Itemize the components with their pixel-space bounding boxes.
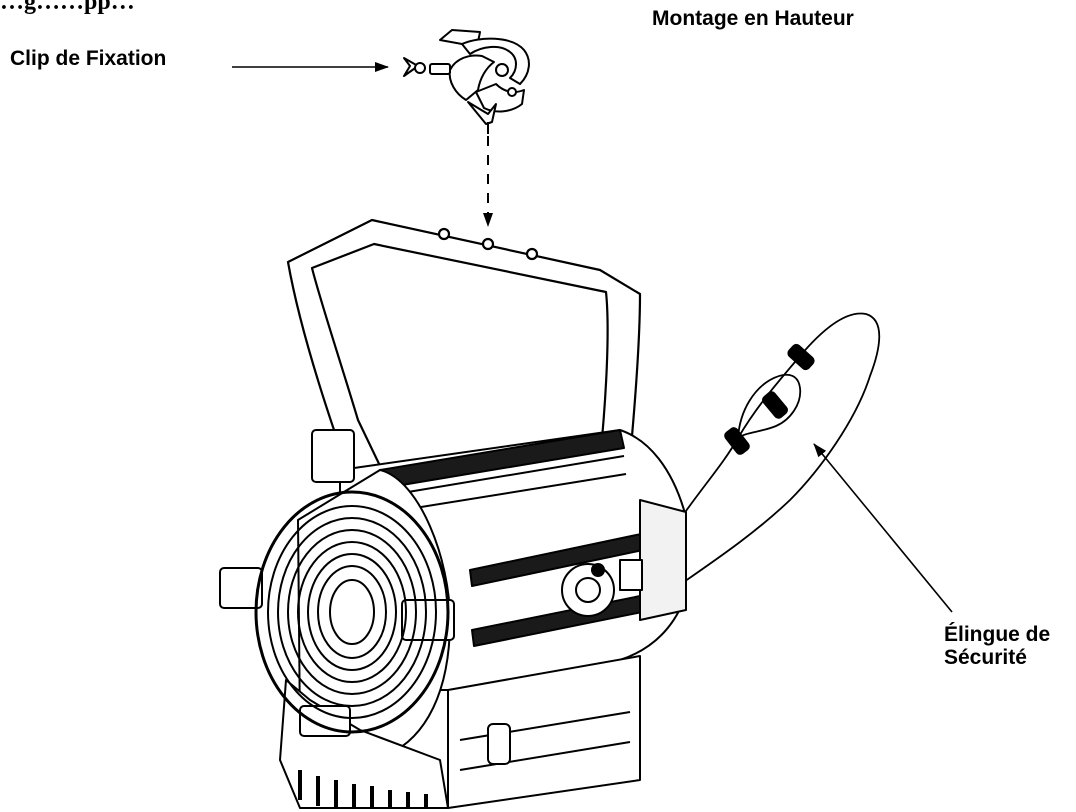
- elingue-label-line2: Sécurité: [944, 646, 1027, 669]
- elingue-label: Élingue de Sécurité: [944, 623, 1050, 669]
- montage-label: Montage en Hauteur: [652, 7, 854, 30]
- fresnel-lens: [254, 490, 450, 734]
- safety-cable: [655, 312, 881, 597]
- fresnel-fixture-icon: [219, 429, 687, 809]
- cropped-heading: …g……pp…: [0, 0, 135, 15]
- elingue-label-line1: Élingue de: [944, 623, 1051, 646]
- clamp-icon: [403, 29, 530, 134]
- elingue-arrow: [813, 443, 953, 613]
- clip-label: Clip de Fixation: [10, 47, 167, 70]
